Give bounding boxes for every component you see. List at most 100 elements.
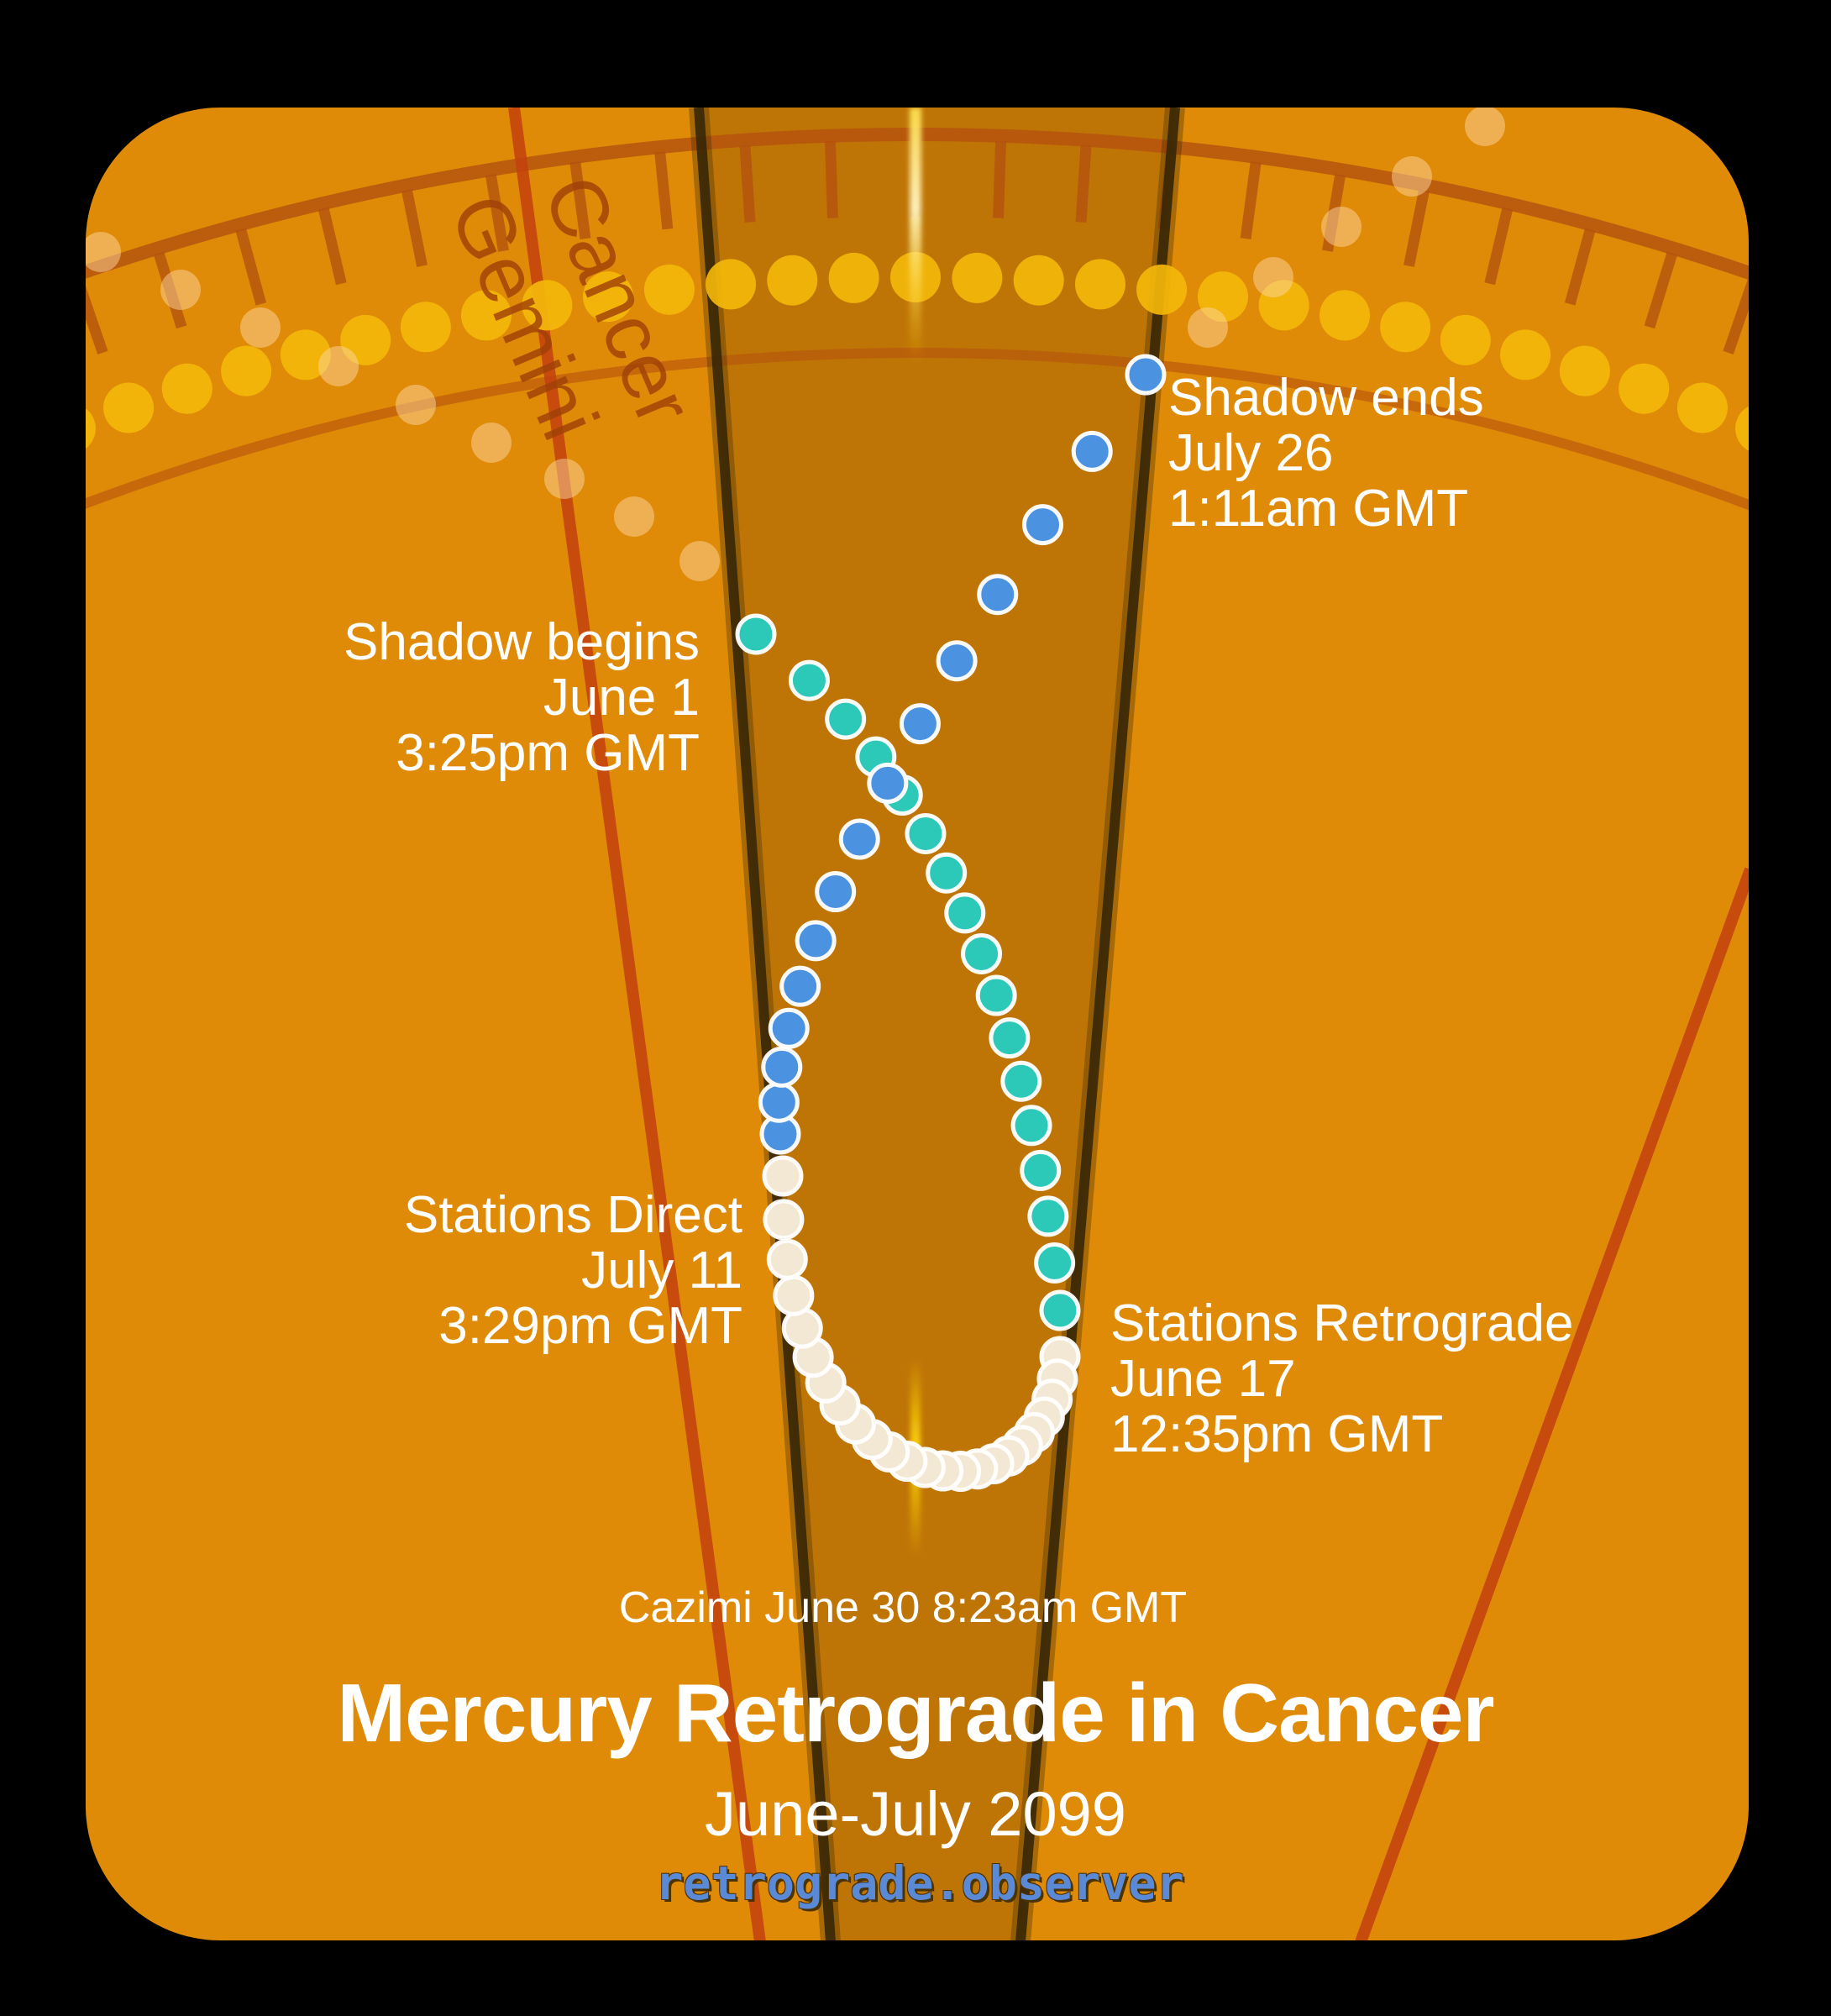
path-dot-direct-before-retrograde [1010, 1105, 1052, 1147]
sun-dot [522, 280, 573, 331]
sun-dot [1013, 255, 1064, 306]
path-dot-pre-shadow-faded [396, 385, 436, 425]
right-ray [1355, 867, 1749, 1940]
sun-dot [643, 264, 695, 315]
path-dot-direct-before-retrograde [735, 613, 777, 655]
wedge-line-left [694, 108, 836, 1940]
sun-dot [1074, 259, 1125, 310]
path-dot-post-shadow-faded [1253, 257, 1293, 297]
path-dot-pre-shadow-faded [86, 232, 121, 272]
path-dot-direct-after-retrograde [936, 640, 978, 682]
left-ray [508, 108, 766, 1940]
path-dot-retrograde [766, 1238, 808, 1280]
sun-dot [1735, 403, 1749, 454]
protractor-tick [1564, 228, 1596, 306]
path-dot-pre-shadow-faded [614, 496, 654, 537]
cazimi-ray-top [910, 108, 921, 361]
path-dot-direct-after-retrograde [867, 762, 909, 804]
protractor-tick [654, 151, 674, 230]
protractor-tick [1723, 277, 1749, 355]
path-dot-direct-after-retrograde [838, 818, 880, 860]
path-dot-direct-before-retrograde [905, 812, 947, 854]
protractor-tick [1644, 251, 1678, 329]
path-dot-post-shadow-faded [1465, 108, 1505, 146]
path-dot-direct-after-retrograde [1021, 504, 1063, 546]
protractor-tick [569, 161, 591, 239]
protractor-tick [739, 144, 756, 223]
annotation-shadow-ends: Shadow ends July 26 1:11am GMT [1168, 369, 1484, 538]
path-dot-pre-shadow-faded [240, 307, 281, 348]
path-dot-direct-before-retrograde [975, 974, 1017, 1016]
protractor-tick [1075, 144, 1092, 223]
sun-dot [400, 302, 451, 353]
path-dot-retrograde [763, 1199, 805, 1241]
sun-dot [103, 382, 155, 433]
protractor-tick [485, 173, 509, 252]
path-dot-direct-before-retrograde [989, 1017, 1031, 1059]
path-dot-post-shadow-faded [1392, 156, 1432, 197]
annotation-stations-direct: Stations Direct July 11 3:29pm GMT [403, 1186, 742, 1355]
path-dot-direct-before-retrograde [1027, 1195, 1069, 1237]
sun-dot [706, 259, 757, 310]
path-dot-direct-after-retrograde [1125, 354, 1167, 396]
path-dot-pre-shadow-faded [544, 459, 585, 499]
path-dot-retrograde [773, 1274, 815, 1316]
path-dot-direct-after-retrograde [758, 1081, 800, 1123]
sun-position-dots [86, 252, 1749, 454]
mercury-path-dots [86, 108, 1505, 1493]
sun-dot [1619, 363, 1670, 414]
shadow-wedge-lines [689, 108, 1185, 1940]
path-dot-direct-before-retrograde [926, 852, 968, 894]
protractor-tick [0, 309, 25, 381]
protractor-tick [401, 189, 428, 267]
sun-dot [1440, 314, 1491, 365]
zodiac-boundary-rays [508, 108, 1749, 1940]
path-dot-post-shadow-faded [1188, 307, 1228, 348]
sun-dot [1319, 290, 1371, 341]
path-dot-direct-before-retrograde [788, 659, 830, 701]
sun-dot [583, 271, 634, 323]
sun-dot [221, 345, 272, 396]
sun-dot [280, 329, 331, 381]
path-dot-direct-after-retrograde [977, 574, 1019, 616]
cazimi-caption: Cazimi June 30 8:23am GMT [618, 1583, 1188, 1632]
sun-dot [952, 252, 1003, 303]
path-dot-pre-shadow-faded [160, 270, 201, 310]
path-dot-retrograde [762, 1155, 804, 1197]
path-dot-direct-after-retrograde [815, 871, 857, 913]
protractor-tick [317, 207, 347, 286]
site-watermark: retrograde.observer [655, 1856, 1184, 1910]
wedge-line-right [1015, 108, 1180, 1940]
sun-dot [86, 403, 96, 454]
path-dot-direct-after-retrograde [795, 920, 837, 962]
sun-dot [1676, 382, 1728, 433]
path-dot-direct-before-retrograde [1020, 1149, 1062, 1191]
sun-dot [1380, 302, 1431, 353]
path-dot-direct-after-retrograde [779, 965, 821, 1007]
path-dot-pre-shadow-faded [679, 541, 720, 581]
path-dot-direct-before-retrograde [944, 892, 986, 934]
path-dot-direct-after-retrograde [761, 1046, 803, 1088]
path-dot-pre-shadow-faded [318, 346, 359, 386]
path-dot-direct-before-retrograde [1000, 1060, 1042, 1102]
sun-dot [460, 290, 512, 341]
path-dot-direct-after-retrograde [899, 703, 941, 745]
protractor-tick [1484, 207, 1514, 286]
path-dot-direct-after-retrograde [768, 1007, 810, 1049]
sun-dot [828, 252, 879, 303]
path-dot-direct-before-retrograde [825, 698, 867, 740]
sun-dot [1136, 264, 1188, 315]
protractor-tick [824, 140, 838, 218]
page-title: Mercury Retrograde in Cancer [337, 1667, 1494, 1759]
sun-dot [161, 363, 212, 414]
path-dot-pre-shadow-faded [471, 423, 512, 463]
annotation-shadow-begins: Shadow begins June 1 3:25pm GMT [344, 613, 700, 782]
protractor-tick [1240, 161, 1262, 239]
protractor-tick [1403, 189, 1430, 267]
protractor-tick [993, 140, 1007, 218]
path-dot-post-shadow-faded [1321, 207, 1361, 247]
path-dot-direct-after-retrograde [1071, 430, 1113, 472]
path-dot-direct-before-retrograde [1039, 1289, 1081, 1331]
